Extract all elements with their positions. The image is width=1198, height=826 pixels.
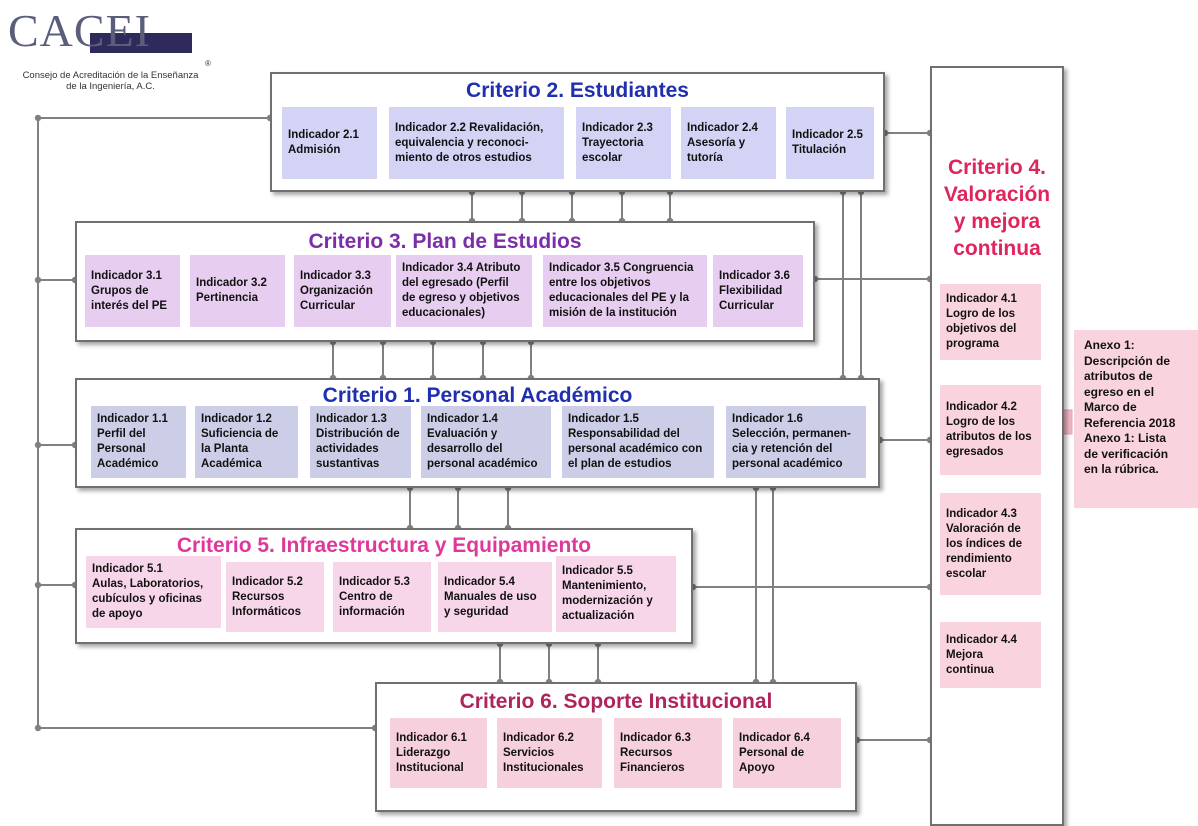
criterio-6-title: Criterio 6. Soporte Institucional (459, 690, 773, 713)
logo-bar (90, 33, 192, 53)
registered-mark: ® (205, 59, 211, 68)
indicator-2-3: Indicador 2.3 Trayectoria escolar (576, 107, 671, 179)
indicator-5-1: Indicador 5.1 Aulas, Laboratorios, cubíc… (86, 556, 221, 628)
indicator-1-4: Indicador 1.4 Evaluación y desarrollo de… (421, 406, 551, 478)
criterio-2-title: Criterio 2. Estudiantes (466, 79, 689, 102)
indicator-3-5: Indicador 3.5 Congruencia entre los obje… (543, 255, 707, 327)
indicator-3-2: Indicador 3.2 Pertinencia (190, 255, 285, 327)
criterio-1-title: Criterio 1. Personal Académico (322, 384, 633, 407)
indicator-6-4: Indicador 6.4 Personal de Apoyo (733, 718, 841, 788)
criterio-3-title: Criterio 3. Plan de Estudios (308, 230, 582, 253)
indicator-3-6: Indicador 3.6 Flexibilidad Curricular (713, 255, 803, 327)
logo-subtitle: Consejo de Acreditación de la Enseñanza … (22, 70, 199, 92)
indicator-4-4: Indicador 4.4 Mejora continua (940, 622, 1041, 688)
indicator-5-3: Indicador 5.3 Centro de información (333, 562, 431, 632)
anexo-note: Anexo 1: Descripción de atributos de egr… (1074, 330, 1198, 508)
indicator-5-2: Indicador 5.2 Recursos Informáticos (226, 562, 324, 632)
indicator-2-1: Indicador 2.1 Admisión (282, 107, 377, 179)
indicator-1-1: Indicador 1.1 Perfil del Personal Académ… (91, 406, 186, 478)
indicator-6-1: Indicador 6.1 Liderazgo Institucional (390, 718, 487, 788)
indicator-6-3: Indicador 6.3 Recursos Financieros (614, 718, 722, 788)
indicator-2-2: Indicador 2.2 Revalidación, equivalencia… (389, 107, 564, 179)
indicator-1-3: Indicador 1.3 Distribución de actividade… (310, 406, 411, 478)
indicator-4-3: Indicador 4.3 Valoración de los índices … (940, 493, 1041, 595)
indicator-4-1: Indicador 4.1 Logro de los objetivos del… (940, 284, 1041, 360)
indicator-1-5: Indicador 1.5 Responsabilidad del person… (562, 406, 714, 478)
indicator-1-2: Indicador 1.2 Suficiencia de la Planta A… (195, 406, 298, 478)
criterio-4-title: Criterio 4. Valoración y mejora continua (943, 156, 1051, 260)
indicator-1-6: Indicador 1.6 Selección, permanen- cia y… (726, 406, 866, 478)
indicator-4-2: Indicador 4.2 Logro de los atributos de … (940, 385, 1041, 475)
indicator-3-4: Indicador 3.4 Atributo del egresado (Per… (396, 255, 532, 327)
indicator-6-2: Indicador 6.2 Servicios Institucionales (497, 718, 602, 788)
criterio-5-title: Criterio 5. Infraestructura y Equipamien… (176, 534, 592, 557)
indicator-3-1: Indicador 3.1 Grupos de interés del PE (85, 255, 180, 327)
indicator-5-4: Indicador 5.4 Manuales de uso y segurida… (438, 562, 552, 632)
indicator-5-5: Indicador 5.5 Mantenimiento, modernizaci… (556, 556, 676, 632)
indicator-3-3: Indicador 3.3 Organización Curricular (294, 255, 391, 327)
indicator-2-4: Indicador 2.4 Asesoría y tutoría (681, 107, 776, 179)
indicator-2-5: Indicador 2.5 Titulación (786, 107, 874, 179)
logo-wordmark: CACEI (8, 5, 151, 56)
